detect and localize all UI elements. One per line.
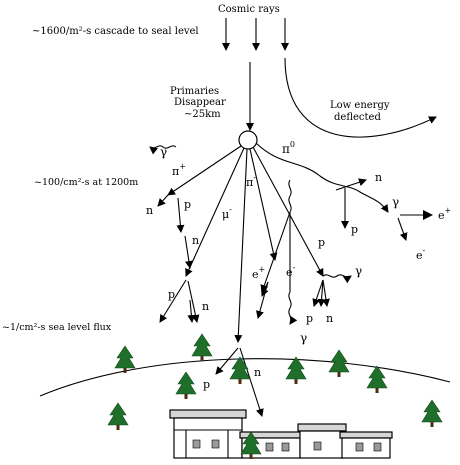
earth-surface-curve: [39, 358, 451, 397]
tree: [229, 356, 251, 384]
track-n-left: [157, 194, 169, 207]
track-right-diag: [252, 146, 324, 277]
mu-minus-label: μ-: [222, 205, 232, 221]
track-n-right-cluster: [321, 279, 330, 307]
flux-1200m-label: ~100/cm²-s at 1200m: [34, 177, 138, 188]
gamma-center-wavy: [288, 179, 292, 213]
track-p-left-down: [176, 197, 185, 233]
primaries-label-line3: ~25km: [184, 109, 221, 120]
gamma-left-wavy: [149, 145, 177, 155]
track-e-plus-branch-a: [256, 281, 269, 319]
pi-minus-label: π-: [246, 173, 256, 189]
gamma-right-label: γ: [392, 195, 399, 209]
n-upper-right-label: n: [375, 171, 382, 184]
low-energy-deflected-curve: [284, 57, 437, 138]
n-right-cluster-label: n: [326, 312, 333, 325]
tree: [191, 333, 213, 361]
track-e-plus-center: [260, 211, 291, 293]
tree: [366, 365, 388, 393]
p-right-cluster-label: p: [306, 312, 313, 325]
tree: [285, 356, 307, 384]
pi-plus-label: π+: [172, 162, 186, 178]
pi-zero-label: π0: [282, 140, 295, 156]
track-p-right-cluster: [312, 279, 324, 307]
p-lower-left-label: p: [168, 288, 175, 301]
n-left2-label: n: [192, 234, 199, 247]
interaction-point: [238, 130, 258, 150]
track-e-plus-branch-b: [261, 281, 269, 297]
primaries-label-line1: Primaries: [170, 86, 219, 97]
tree: [328, 349, 350, 377]
track-mu-minus: [185, 147, 245, 277]
p-center-right-label: p: [351, 223, 358, 236]
e-minus-wavy: [288, 291, 298, 325]
tree: [175, 371, 197, 399]
track-n-left2-down: [184, 235, 193, 269]
low-energy-label-line2: deflected: [334, 112, 381, 123]
e-minus-right-label: e-: [416, 246, 426, 262]
low-energy-label-line1: Low energy: [330, 100, 390, 111]
track-p-lower-left: [159, 279, 187, 323]
p-left-label: p: [184, 198, 191, 211]
track-n-lower-left: [187, 280, 200, 323]
e-plus-right-label: e+: [438, 206, 451, 222]
track-mid-right-cluster: [317, 279, 326, 307]
e-minus-center-label: e-: [286, 263, 296, 279]
tree: [240, 431, 262, 459]
n-ground-label: n: [254, 366, 261, 379]
e-plus-center-label: e+: [252, 265, 265, 281]
track-pi-minus: [234, 148, 248, 343]
pi-zero-wavy-track: [255, 142, 389, 213]
track-n-upper-right: [335, 178, 367, 191]
laboratory-building: [169, 409, 393, 459]
gamma-lower-center-label: γ: [300, 331, 307, 345]
track-pi-plus: [167, 145, 242, 196]
track-e-minus-right: [397, 217, 408, 241]
tree: [421, 399, 443, 427]
cascade-flux-label: ~1600/m²-s cascade to seal level: [32, 26, 199, 37]
cosmic-rays-label: Cosmic rays: [218, 4, 280, 15]
track-central-right: [249, 148, 278, 261]
primaries-label-line2: Disappear: [174, 97, 226, 108]
sea-level-flux-label: ~1/cm²-s sea level flux: [2, 322, 112, 333]
gamma-left-label: γ: [160, 145, 167, 159]
p-center-label: p: [318, 236, 325, 249]
track-lower-left-b: [187, 299, 196, 323]
track-p-ground: [215, 347, 239, 375]
n-lower-left-label: n: [202, 300, 209, 313]
n-left-label: n: [146, 204, 153, 217]
p-ground-label: p: [203, 378, 210, 391]
gamma-right-cluster-wavy: [322, 274, 352, 284]
tree: [107, 402, 129, 430]
tree: [114, 345, 136, 373]
gamma-right-cluster-label: γ: [355, 264, 362, 278]
